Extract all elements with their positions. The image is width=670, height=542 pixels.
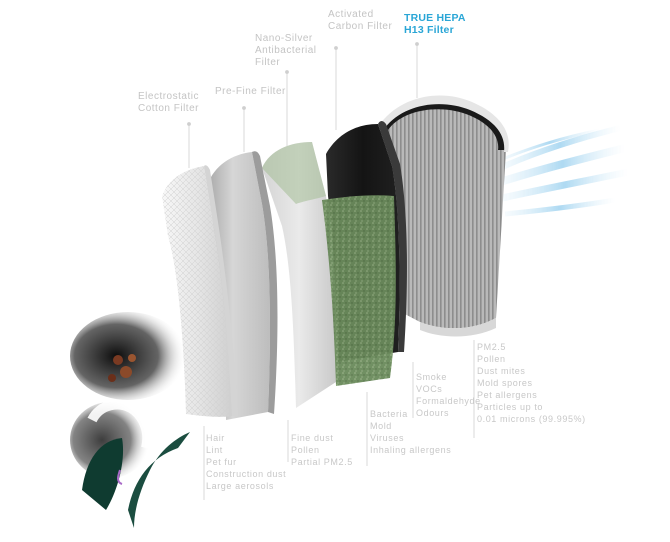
capture-item: Partial PM2.5 [291,457,353,467]
capture-item: VOCs [416,384,443,394]
label-electrostatic-cotton-filter: Electrostatic Cotton Filter [138,91,199,115]
label-line: Filter [255,57,281,68]
capture-item: Inhaling allergens [370,445,452,455]
label-nano-silver-antibacterial-filter: Nano-Silver Antibacterial Filter [255,33,317,69]
label-line: Cotton Filter [138,103,199,114]
label-activated-carbon-filter: Activated Carbon Filter [328,9,392,33]
capture-item: Pollen [477,354,506,364]
capture-item: Mold [370,421,392,431]
capture-item: PM2.5 [477,342,507,352]
capture-item: Odours [416,408,450,418]
capture-item: Pollen [291,445,320,455]
electrostatic-filter-shape [162,165,238,417]
captures-true-hepa: PM2.5 Pollen Dust mites Mold spores Pet … [477,341,586,425]
label-pre-fine-filter: Pre-Fine Filter [215,86,286,98]
label-line: Nano-Silver [255,33,313,44]
capture-item: Viruses [370,433,405,443]
pre-filter-shape [208,151,278,420]
airflow-stream [498,125,629,217]
label-line: Electrostatic [138,91,199,102]
label-line: Antibacterial [255,45,317,56]
capture-item: Particles up to [477,402,544,412]
capture-item: Pet fur [206,457,237,467]
label-line: Carbon Filter [328,21,393,32]
label-line: Activated [328,9,374,20]
capture-item: Hair [206,433,225,443]
capture-item: Pet allergens [477,390,538,400]
debris-illustration [70,312,190,528]
capture-item: Fine dust [291,433,334,443]
capture-item: 0.01 microns (99.995%) [477,414,586,424]
capture-item: Construction dust [206,469,287,479]
capture-item: Formaldehyde [416,396,481,406]
capture-item: Large aerosols [206,481,274,491]
label-true-hepa-h13-filter: TRUE HEPA H13 Filter [404,12,466,36]
capture-item: Smoke [416,372,448,382]
label-line: H13 Filter [404,24,454,36]
capture-item: Dust mites [477,366,526,376]
captures-nano-silver: Bacteria Mold Viruses Inhaling allergens [370,408,451,456]
captures-activated-carbon: Smoke VOCs Formaldehyde Odours [416,371,481,419]
label-line: Pre-Fine Filter [215,86,286,97]
capture-item: Lint [206,445,223,455]
capture-item: Bacteria [370,409,408,419]
label-line: TRUE HEPA [404,12,466,24]
hepa-filter-shape [376,95,509,337]
captures-electrostatic: Hair Lint Pet fur Construction dust Larg… [206,432,286,492]
nano-silver-filter-shape [262,142,396,408]
leader-lines [187,42,475,500]
capture-item: Mold spores [477,378,533,388]
captures-pre-filter: Fine dust Pollen Partial PM2.5 [291,432,353,468]
